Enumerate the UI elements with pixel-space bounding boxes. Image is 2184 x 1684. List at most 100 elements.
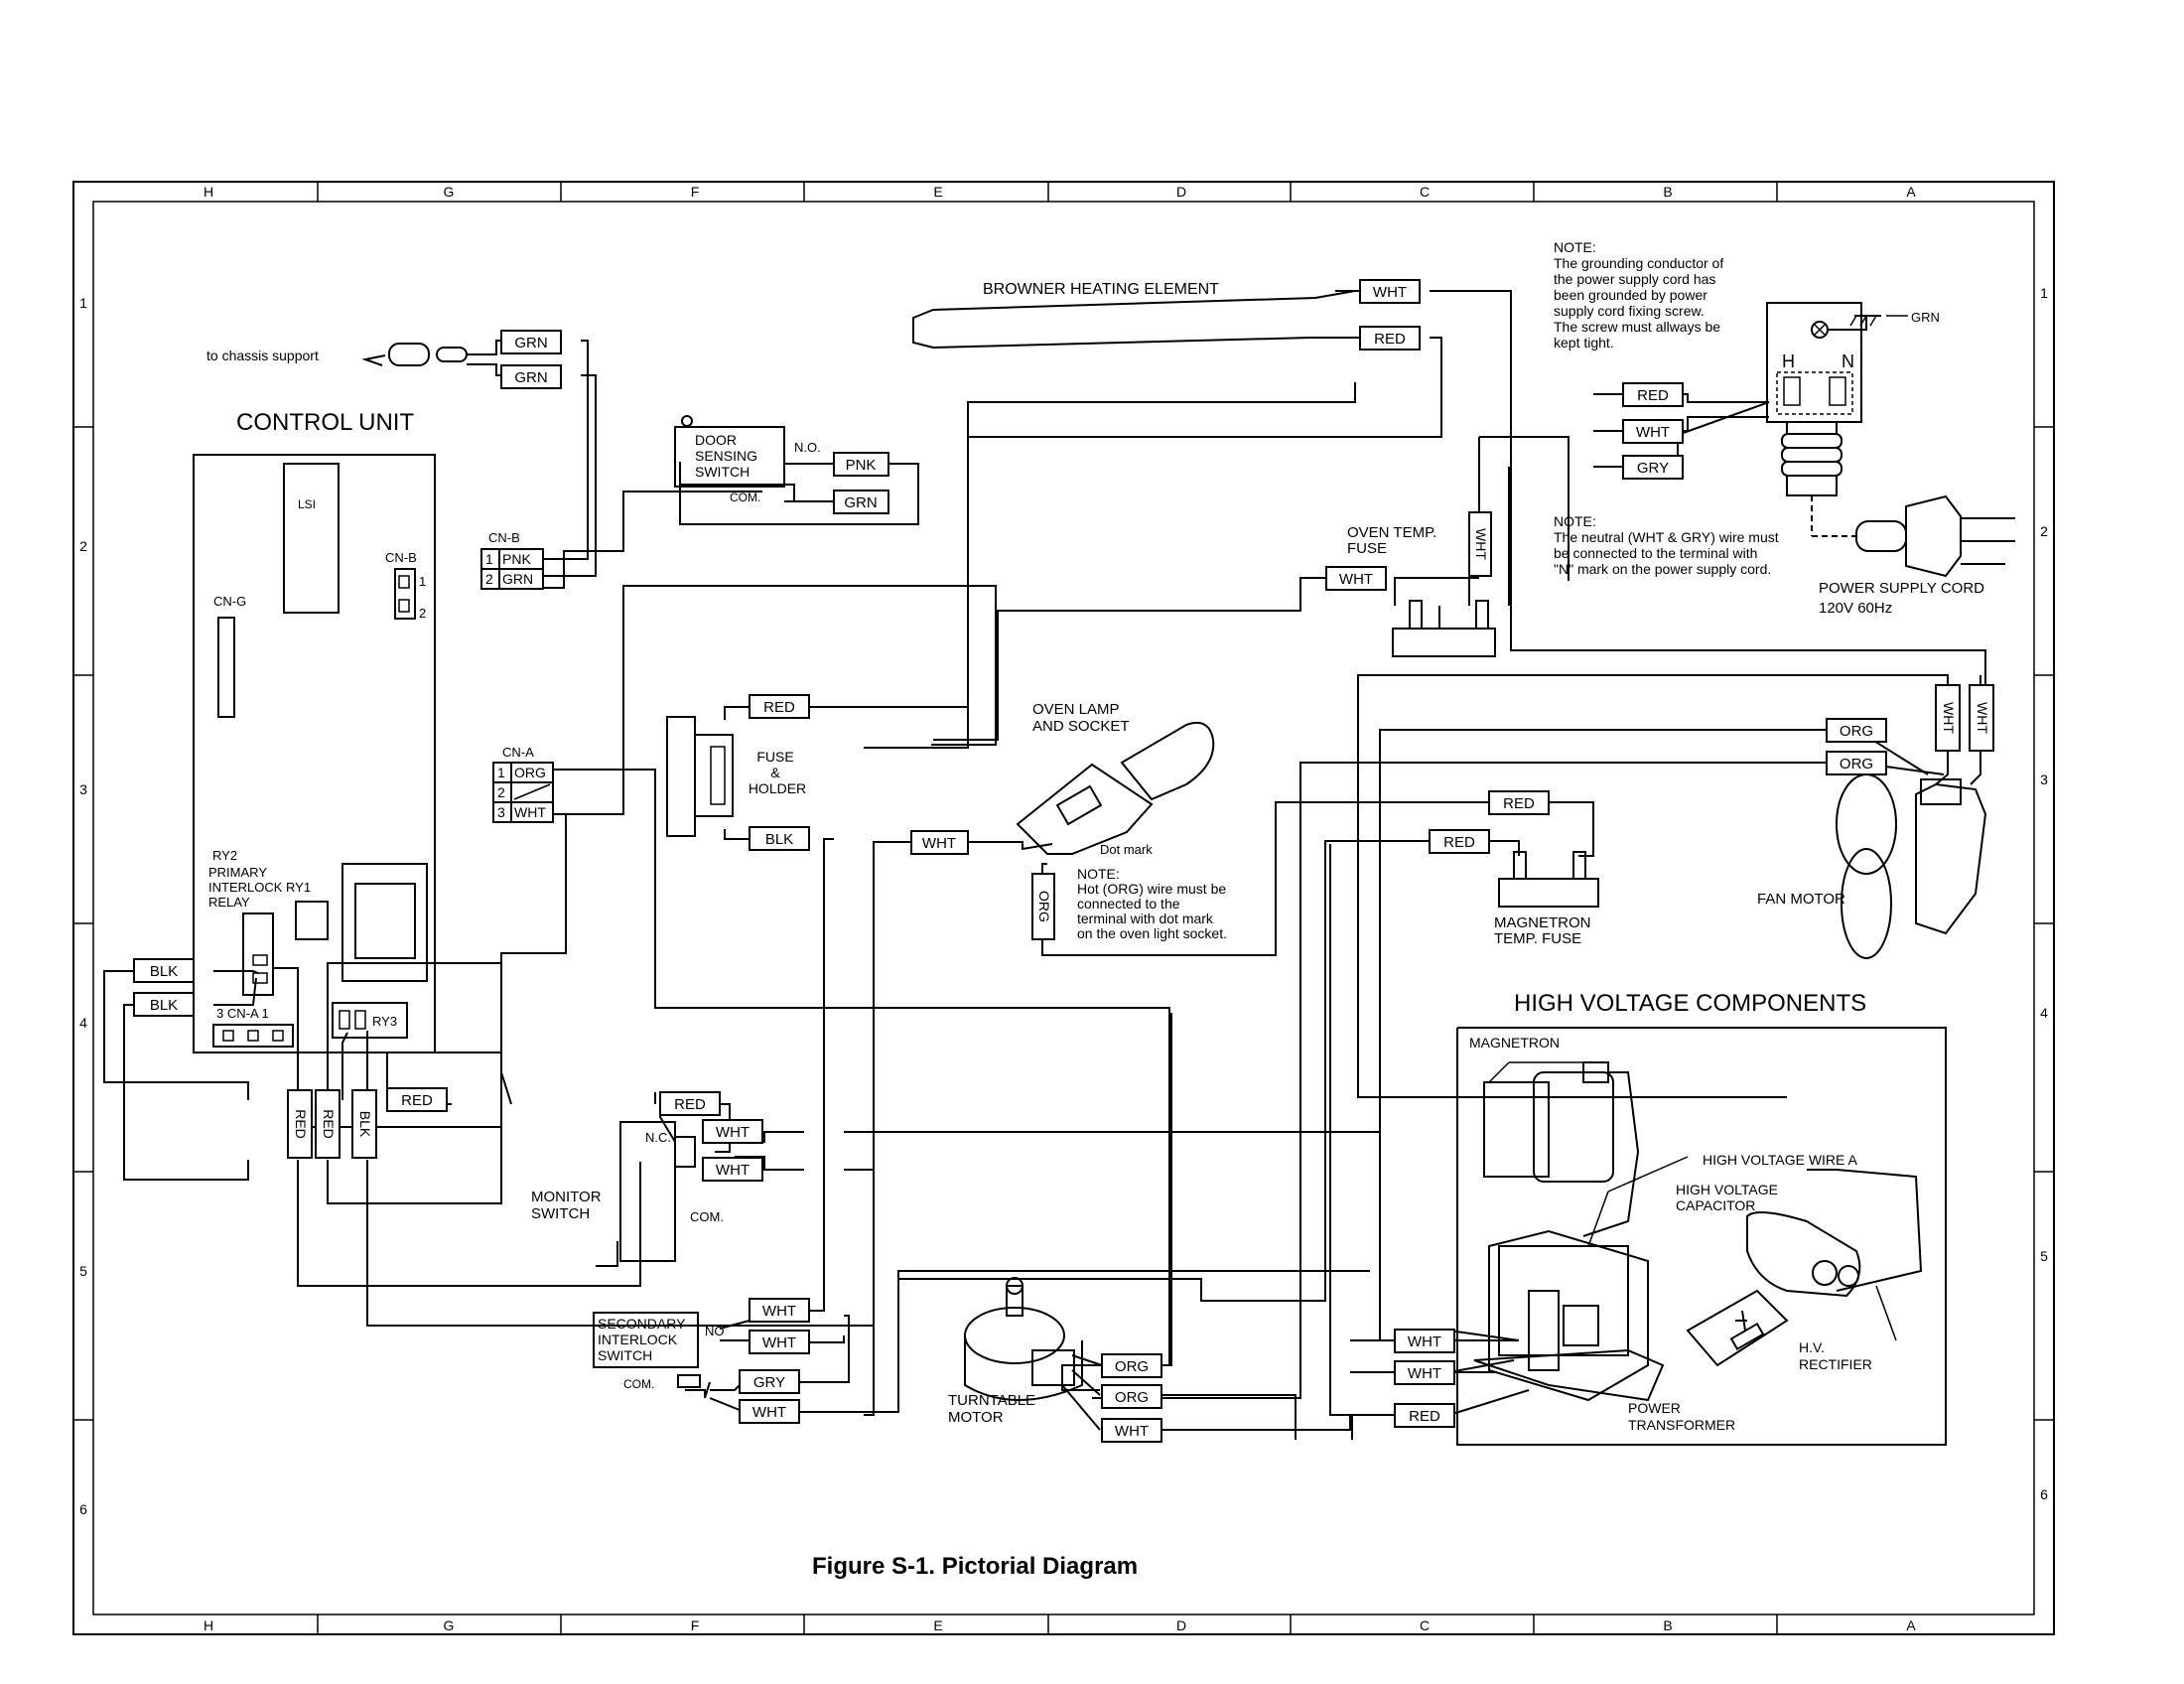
wire-label-wht: WHT xyxy=(762,1303,796,1320)
wire-label-org: ORG xyxy=(1840,723,1873,740)
oven-lamp-socket: OVEN LAMP AND SOCKET Dot mark NOTE: Hot … xyxy=(1016,701,1230,941)
lamp-note: NOTE: Hot (ORG) wire must be connected t… xyxy=(1077,866,1230,941)
wire-label-wht: WHT xyxy=(716,1124,750,1141)
cn-a-pin-1-num: 1 xyxy=(497,765,505,780)
magnetron xyxy=(1483,1061,1640,1237)
wire-label-wht: WHT xyxy=(1408,1333,1441,1350)
drawing-frame: H G F E D C B A H G F E D C B A 1 2 3 4 … xyxy=(72,181,2055,1635)
row-label-right: 1 xyxy=(2040,285,2048,301)
row-label-left: 4 xyxy=(79,1015,87,1031)
col-label-top: D xyxy=(1176,184,1186,200)
fan-motor-label: FAN MOTOR xyxy=(1757,891,1845,908)
wire-label-wht: WHT xyxy=(1115,1423,1149,1440)
transformer-block xyxy=(341,863,428,982)
primary-interlock-relay xyxy=(242,912,274,996)
neutral-terminal-label: N xyxy=(1842,351,1854,371)
secondary-interlock-switch-label: SECONDARY INTERLOCK SWITCH xyxy=(598,1316,689,1363)
cn-b-top-label: CN-B xyxy=(488,530,520,545)
wire-label-gry: GRY xyxy=(753,1374,785,1391)
hv-wire-a-label: HIGH VOLTAGE WIRE A xyxy=(1703,1152,1858,1168)
cn-a-pin-3-num: 3 xyxy=(497,804,505,820)
cn-a-terminals: CN-A 1 ORG 2 3 WHT xyxy=(492,745,554,823)
ground-grn-label: GRN xyxy=(1911,310,1940,325)
cn-a-pin-1-wire: ORG xyxy=(514,765,546,780)
vertical-label-red: RED xyxy=(321,1109,337,1139)
hv-capacitor xyxy=(1746,1211,1861,1298)
hot-terminal-label: H xyxy=(1782,351,1795,371)
chassis-support-label: to chassis support xyxy=(206,348,319,363)
wire-color-labels: GRN GRN PNK GRN RED BLK WHT RED RED WHT … xyxy=(133,279,1887,1443)
oven-temp-fuse: OVEN TEMP. FUSE xyxy=(1347,524,1496,657)
cn-b-pin-2: 2 xyxy=(419,606,426,621)
wire-label-grn: GRN xyxy=(844,494,877,511)
monitor-switch: N.C. COM. MONITOR SWITCH xyxy=(531,1121,724,1262)
wire-label-red: RED xyxy=(763,699,795,716)
primary-interlock-relay-label: PRIMARY INTERLOCK RY1 RELAY xyxy=(208,865,315,910)
row-label-left: 1 xyxy=(79,295,87,311)
col-label-top: E xyxy=(933,184,942,200)
col-label-top: B xyxy=(1663,184,1672,200)
secondary-interlock-switch: SECONDARY INTERLOCK SWITCH NO COM. xyxy=(593,1312,725,1391)
wire-label-gry: GRY xyxy=(1637,460,1669,477)
chassis-ground-connector: to chassis support xyxy=(206,343,468,366)
row-label-right: 2 xyxy=(2040,523,2048,539)
vertical-label-red: RED xyxy=(293,1109,309,1139)
door-switch-no-label: N.O. xyxy=(794,440,821,455)
row-label-left: 5 xyxy=(79,1263,87,1279)
col-label-bottom: A xyxy=(1906,1617,1916,1633)
col-label-bottom: C xyxy=(1420,1617,1430,1633)
col-label-bottom: B xyxy=(1663,1617,1672,1633)
vertical-wire-labels: WHT WHT WHT ORG RED RED BLK xyxy=(287,511,1994,1159)
magnetron-temp-fuse-label: MAGNETRON TEMP. FUSE xyxy=(1494,914,1595,947)
wire-label-org: ORG xyxy=(1115,1358,1149,1375)
cn-b-pin-2-wire: GRN xyxy=(502,571,533,587)
magnetron-label: MAGNETRON xyxy=(1469,1035,1560,1051)
wire-label-grn: GRN xyxy=(514,335,547,351)
cn-g-label: CN-G xyxy=(213,594,246,609)
hv-components-title: HIGH VOLTAGE COMPONENTS xyxy=(1514,990,1866,1017)
row-label-left: 2 xyxy=(79,538,87,554)
row-label-right: 6 xyxy=(2040,1486,2048,1502)
col-label-top: G xyxy=(444,184,455,200)
cn-b-pin-1-wire: PNK xyxy=(502,551,531,567)
cn-b-terminals: CN-B 1 PNK 2 GRN xyxy=(480,530,544,590)
power-transformer xyxy=(1473,1229,1665,1402)
col-label-top: C xyxy=(1420,184,1430,200)
wire-label-wht: WHT xyxy=(762,1334,796,1351)
col-label-bottom: D xyxy=(1176,1617,1186,1633)
ry2-label: RY2 xyxy=(212,848,237,863)
browner-heating-element-label: BROWNER HEATING ELEMENT xyxy=(983,281,1219,298)
hv-rectifier xyxy=(1686,1289,1789,1367)
neutral-note: NOTE: The neutral (WHT & GRY) wire must … xyxy=(1554,513,1783,577)
wire-label-wht: WHT xyxy=(1339,571,1373,588)
vertical-label-blk: BLK xyxy=(357,1111,373,1138)
door-sensing-switch-label: DOOR SENSING SWITCH xyxy=(695,432,761,480)
control-unit-title: CONTROL UNIT xyxy=(236,409,414,436)
wire-label-blk: BLK xyxy=(150,963,178,980)
secondary-switch-com-label: COM. xyxy=(623,1377,654,1391)
cn-b-pin-2-num: 2 xyxy=(485,571,493,587)
figure-caption: Figure S-1. Pictorial Diagram xyxy=(812,1553,1138,1580)
cn-a-label: CN-A xyxy=(502,745,534,760)
wire-label-wht: WHT xyxy=(752,1404,786,1421)
cn-b-pin-1-num: 1 xyxy=(485,551,493,567)
ground-note: NOTE: The grounding conductor of the pow… xyxy=(1554,239,1727,351)
monitor-switch-nc-label: N.C. xyxy=(645,1130,671,1145)
row-label-right: 3 xyxy=(2040,772,2048,787)
ry1-relay xyxy=(295,901,329,940)
wire-label-red: RED xyxy=(1374,331,1406,348)
monitor-switch-label: MONITOR SWITCH xyxy=(531,1189,606,1222)
wire-label-wht: WHT xyxy=(1636,424,1670,441)
lsi-chip xyxy=(283,463,340,614)
wire-label-org: ORG xyxy=(1115,1389,1149,1406)
vertical-label-wht: WHT xyxy=(1975,702,1990,734)
door-switch-com-label: COM. xyxy=(730,491,760,504)
col-label-bottom: G xyxy=(444,1617,455,1633)
door-sensing-switch: DOOR SENSING SWITCH N.O. COM. xyxy=(674,415,821,504)
power-supply-cord: NOTE: The grounding conductor of the pow… xyxy=(1554,239,2015,617)
magnetron-temp-fuse: MAGNETRON TEMP. FUSE xyxy=(1494,851,1599,947)
wire-label-org: ORG xyxy=(1840,756,1873,772)
row-label-left: 6 xyxy=(79,1501,87,1517)
cn-g-connector xyxy=(217,617,235,718)
